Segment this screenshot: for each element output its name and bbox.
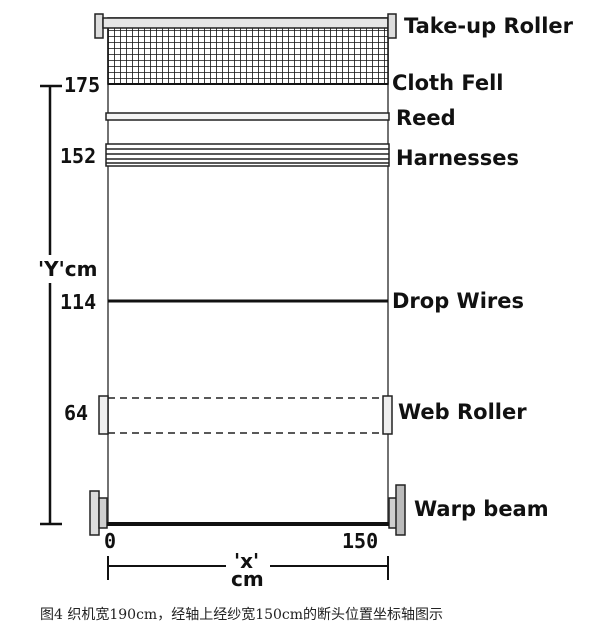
x-axis-bracket — [107, 556, 389, 580]
y-axis-label-backdrop — [36, 255, 80, 283]
reed-label: Reed — [396, 106, 456, 130]
y-tick-114: 114 — [60, 290, 96, 314]
woven-cloth — [107, 17, 389, 85]
x-tick-0: 0 — [104, 529, 116, 553]
warp-beam — [89, 484, 406, 536]
figure-caption: 图4 织机宽190cm，经轴上经纱宽150cm的断头位置坐标轴图示 — [40, 607, 444, 623]
web-roller-label: Web Roller — [398, 400, 527, 424]
y-tick-64: 64 — [64, 401, 88, 425]
take-up-roller-label: Take-up Roller — [404, 14, 574, 38]
web-roller — [98, 395, 393, 435]
y-axis-bracket — [40, 84, 62, 526]
drop-wires-label: Drop Wires — [392, 289, 524, 313]
y-tick-175: 175 — [64, 73, 100, 97]
x-axis-label-top: 'x' — [234, 549, 259, 573]
x-axis-label-unit: cm — [231, 567, 264, 591]
x-tick-150: 150 — [342, 529, 378, 553]
y-axis-label: 'Y'cm — [38, 257, 97, 281]
harnesses-label: Harnesses — [396, 146, 519, 170]
y-tick-152: 152 — [60, 144, 96, 168]
warp-beam-label: Warp beam — [414, 497, 549, 521]
take-up-roller — [94, 13, 397, 39]
harnesses-frame — [105, 143, 390, 167]
reed-bar — [105, 112, 390, 121]
cloth-fell-label: Cloth Fell — [392, 71, 503, 95]
